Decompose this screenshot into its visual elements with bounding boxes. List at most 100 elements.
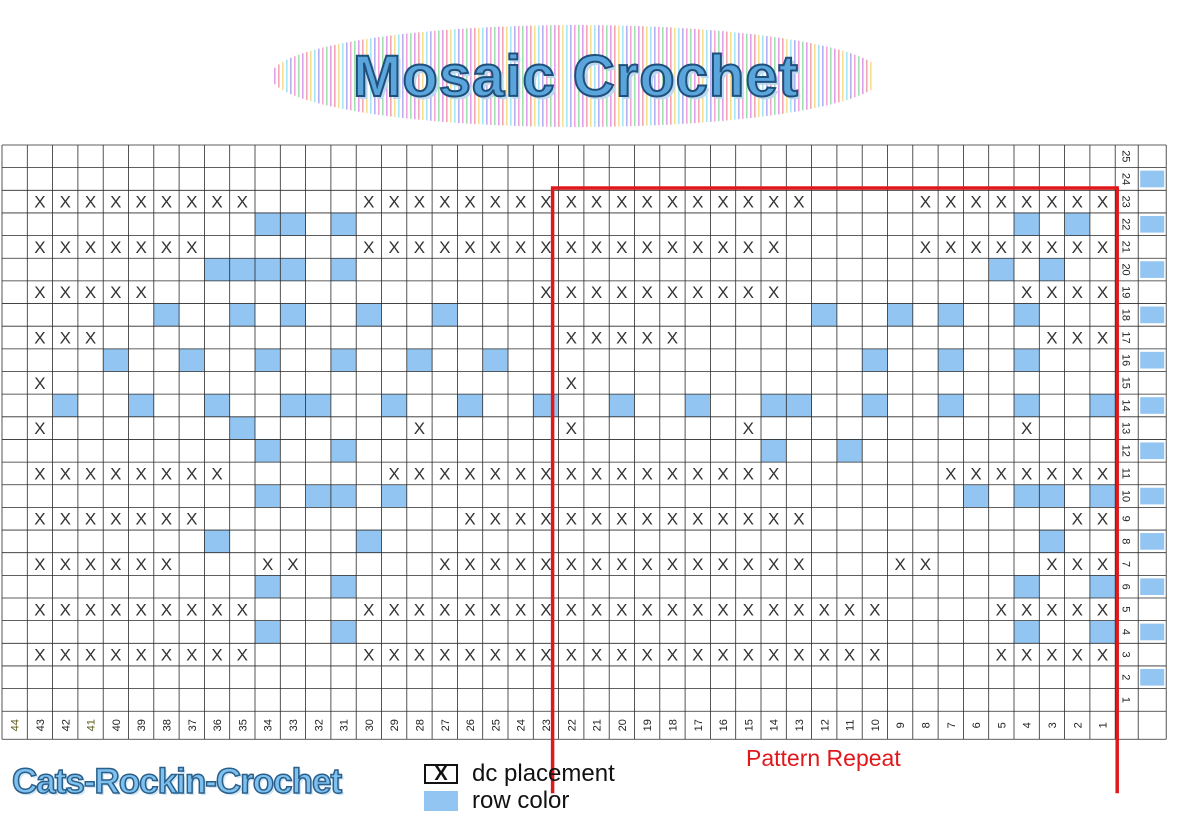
- dc-x-mark: X: [34, 193, 45, 212]
- title-stripe: [398, 34, 400, 118]
- dc-x-mark: X: [743, 283, 754, 302]
- fill-cell: [761, 394, 787, 417]
- dc-x-mark: X: [1021, 464, 1032, 483]
- column-label: 20: [617, 719, 629, 731]
- column-label: 12: [819, 719, 831, 731]
- row-label: 14: [1120, 399, 1132, 411]
- title-stripe: [786, 38, 788, 114]
- dc-x-mark: X: [1046, 193, 1057, 212]
- dc-x-mark: X: [566, 374, 577, 393]
- title-stripe: [454, 29, 456, 123]
- dc-x-mark: X: [1072, 600, 1083, 619]
- title-stripe: [750, 34, 752, 118]
- dc-x-mark: X: [110, 238, 121, 257]
- column-label: 43: [35, 719, 47, 731]
- dc-x-mark: X: [85, 510, 96, 529]
- title-stripe: [382, 36, 384, 116]
- fill-cell: [52, 394, 78, 417]
- dc-x-mark: X: [743, 419, 754, 438]
- fill-cell: [179, 348, 205, 372]
- row-label: 24: [1120, 173, 1132, 185]
- fill-cell: [685, 394, 711, 417]
- dc-x-mark: X: [414, 646, 425, 665]
- title-stripe: [822, 45, 824, 107]
- dc-x-mark: X: [490, 600, 501, 619]
- title-stripe: [778, 37, 780, 115]
- title-stripe: [498, 26, 500, 126]
- dc-x-mark: X: [161, 510, 172, 529]
- dc-x-mark: X: [135, 600, 146, 619]
- title-stripe: [558, 25, 560, 127]
- dc-x-mark: X: [135, 555, 146, 574]
- dc-x-mark: X: [186, 193, 197, 212]
- dc-x-mark: X: [566, 238, 577, 257]
- dc-x-mark: X: [591, 646, 602, 665]
- legend-color: row color: [424, 787, 569, 815]
- dc-x-mark: X: [135, 283, 146, 302]
- dc-x-mark: X: [388, 646, 399, 665]
- dc-x-mark: X: [1072, 646, 1083, 665]
- dc-x-mark: X: [1097, 193, 1108, 212]
- dc-x-mark: X: [186, 238, 197, 257]
- title-stripe: [614, 25, 616, 127]
- row-label: 2: [1120, 674, 1132, 680]
- title-stripe: [866, 59, 868, 93]
- column-label: 21: [592, 719, 604, 731]
- dc-x-mark: X: [844, 646, 855, 665]
- dc-x-mark: X: [237, 193, 248, 212]
- column-label: 41: [86, 719, 98, 731]
- title-stripe: [514, 26, 516, 126]
- dc-x-mark: X: [85, 464, 96, 483]
- title-stripe: [838, 49, 840, 103]
- dc-x-mark: X: [34, 510, 45, 529]
- title-stripe: [494, 26, 496, 126]
- title-stripe: [574, 25, 576, 127]
- dc-x-mark: X: [186, 600, 197, 619]
- column-label: 34: [263, 719, 275, 731]
- dc-x-mark: X: [743, 193, 754, 212]
- fill-cell: [1089, 620, 1116, 644]
- column-label: 22: [566, 719, 578, 731]
- dc-x-mark: X: [1097, 238, 1108, 257]
- title-stripe: [466, 28, 468, 124]
- dc-x-mark: X: [540, 555, 551, 574]
- dc-x-mark: X: [743, 600, 754, 619]
- dc-x-mark: X: [1097, 283, 1108, 302]
- dc-x-mark: X: [287, 555, 298, 574]
- dc-x-mark: X: [996, 600, 1007, 619]
- dc-x-mark: X: [490, 646, 501, 665]
- row-color-swatch: [1140, 578, 1165, 595]
- dc-x-mark: X: [363, 600, 374, 619]
- dc-x-mark: X: [490, 238, 501, 257]
- title-stripe: [650, 26, 652, 126]
- title-stripe: [390, 35, 392, 117]
- title-stripe: [470, 28, 472, 124]
- fill-cell: [963, 484, 989, 508]
- fill-cell: [1014, 394, 1040, 417]
- fill-cell: [305, 394, 331, 417]
- column-label: 17: [693, 719, 705, 731]
- fill-cell: [432, 303, 458, 327]
- row-label: 8: [1120, 538, 1132, 544]
- title-stripe: [782, 38, 784, 114]
- row-label: 4: [1120, 629, 1132, 635]
- dc-x-mark: X: [743, 464, 754, 483]
- title-stripe: [590, 25, 592, 127]
- column-label: 23: [541, 719, 553, 731]
- dc-x-mark: X: [237, 646, 248, 665]
- dc-x-mark: X: [1072, 555, 1083, 574]
- fill-cell: [862, 348, 888, 372]
- dc-x-mark: X: [34, 464, 45, 483]
- title-stripe: [634, 25, 636, 127]
- legend-dc-label: dc placement: [472, 760, 615, 787]
- title-stripe: [622, 25, 624, 127]
- fill-cell: [330, 212, 357, 236]
- row-color-swatch: [1140, 170, 1165, 188]
- fill-cell: [229, 258, 255, 281]
- dc-x-mark: X: [135, 193, 146, 212]
- title-stripe: [538, 25, 540, 127]
- title-stripe: [718, 30, 720, 122]
- dc-x-mark: X: [161, 464, 172, 483]
- title-stripe: [686, 28, 688, 124]
- dc-x-mark: X: [135, 464, 146, 483]
